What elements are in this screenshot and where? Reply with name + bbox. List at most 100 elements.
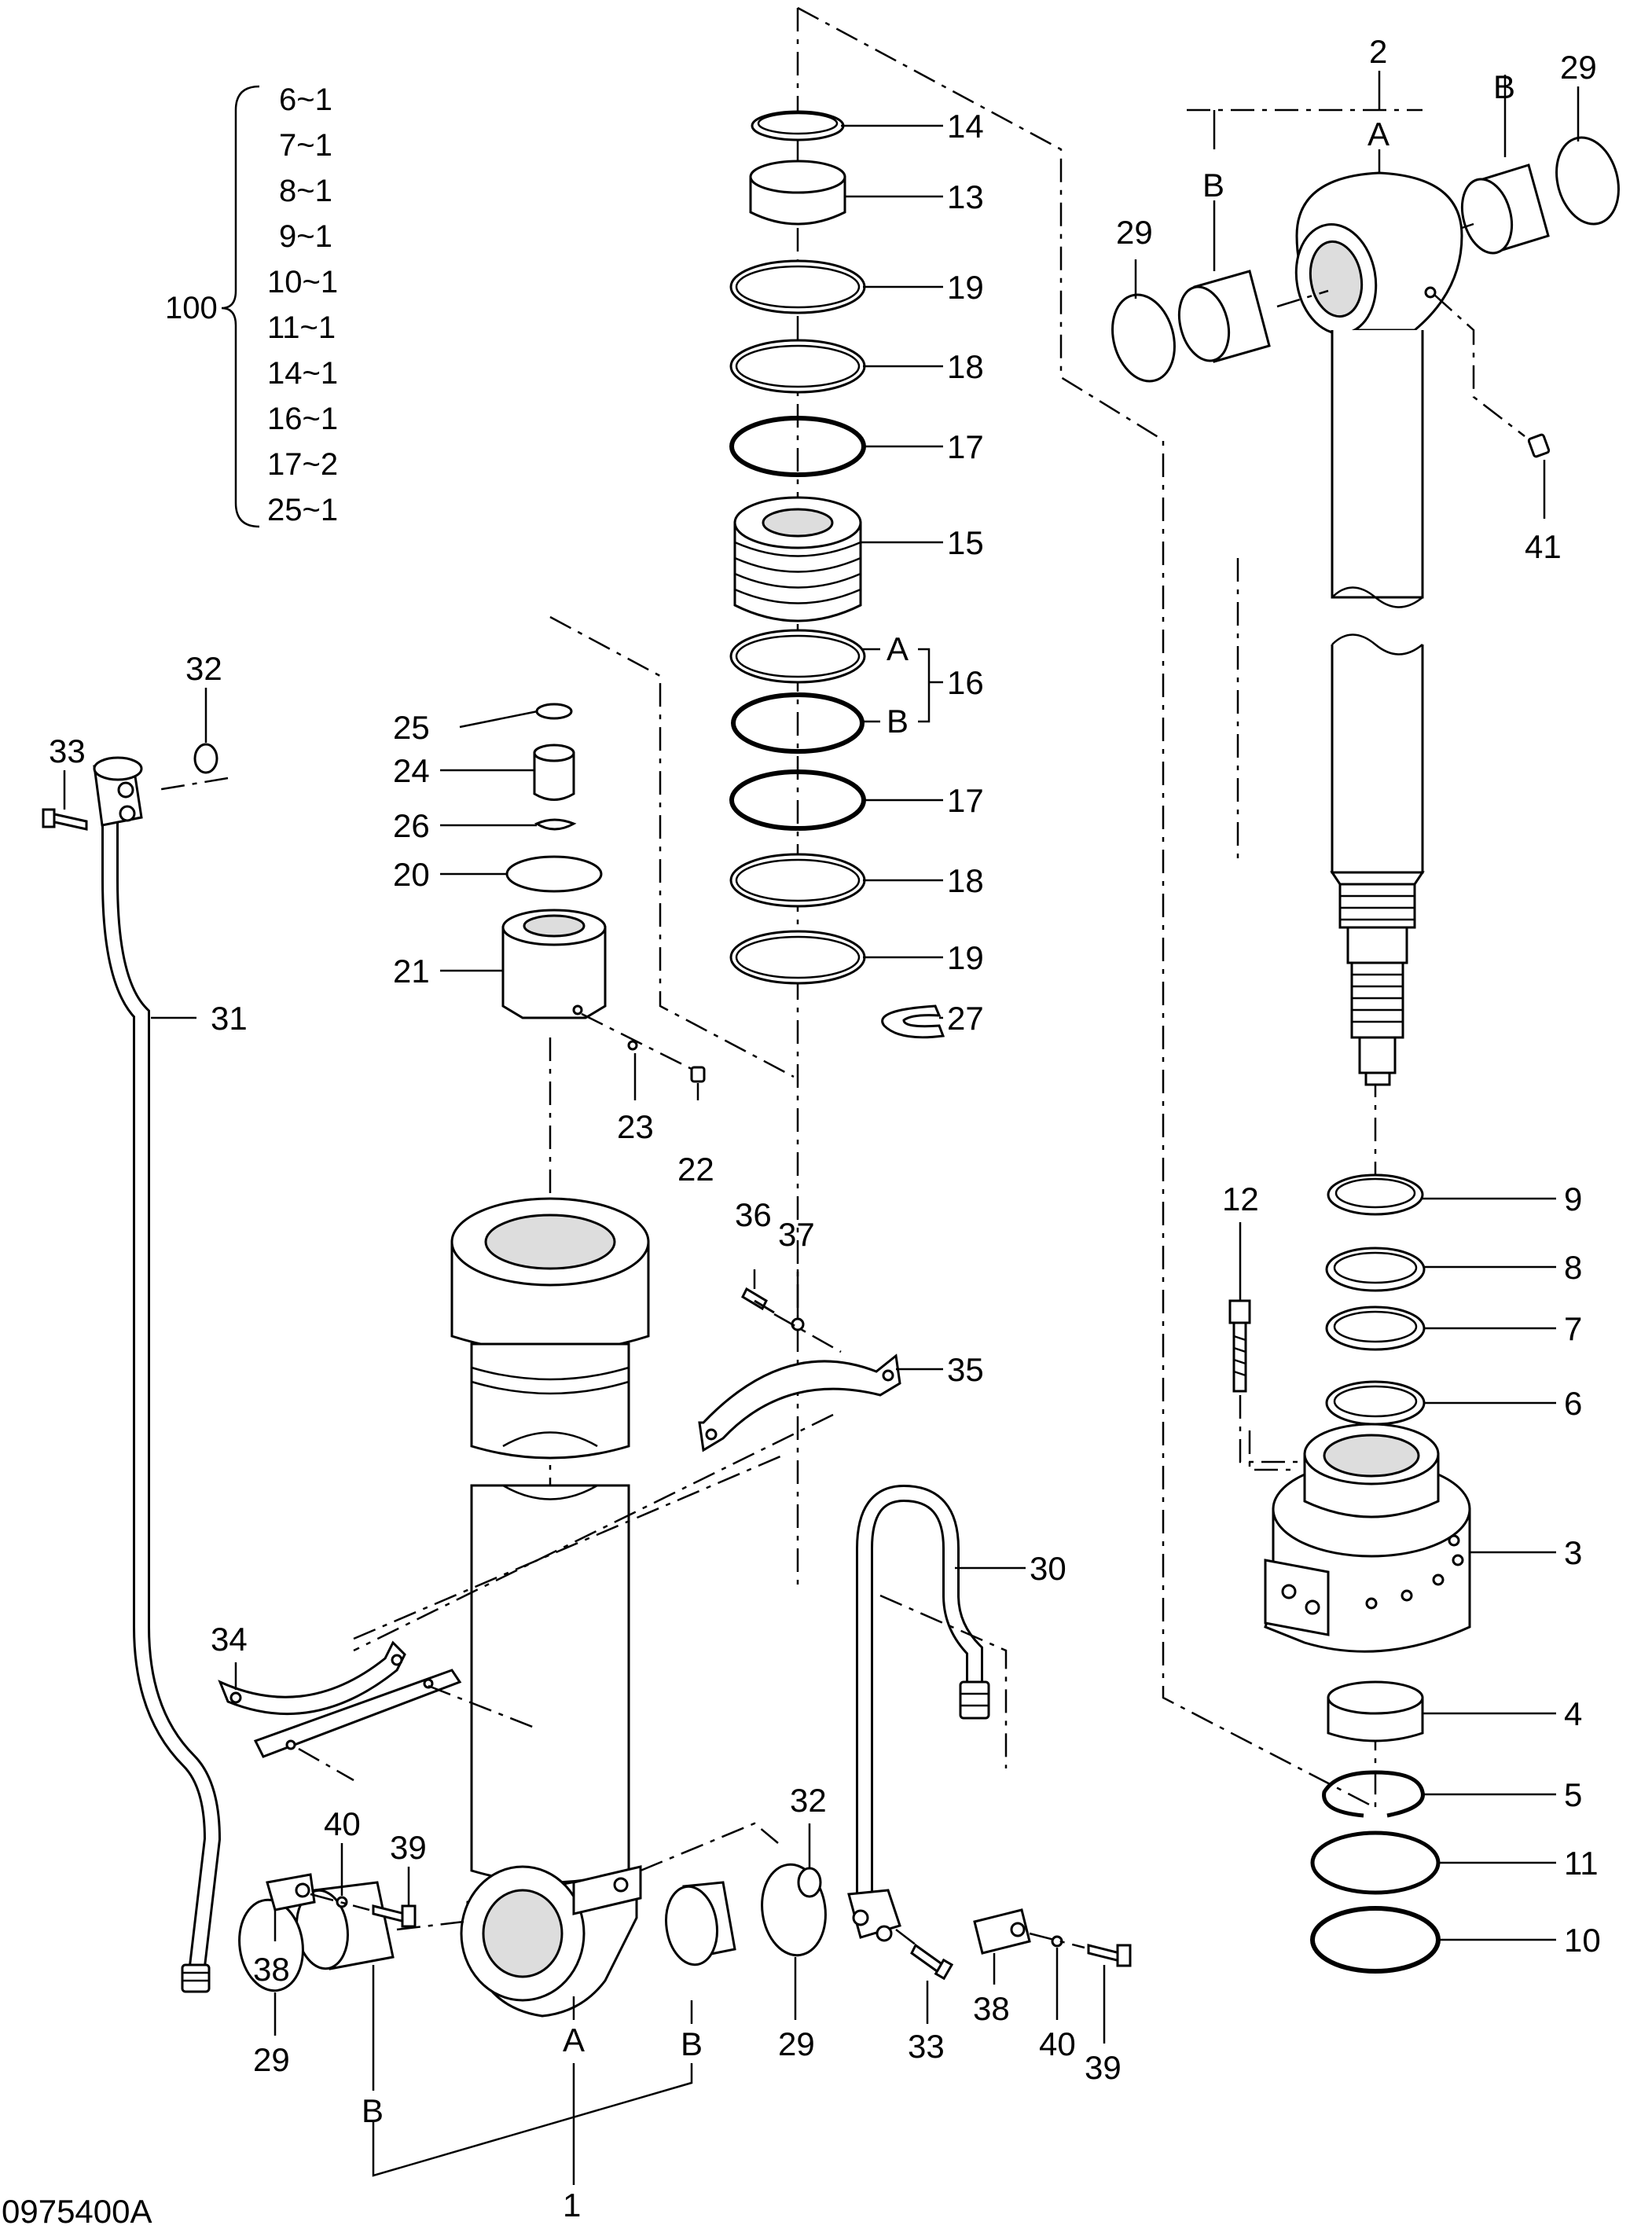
- callout: 29: [778, 2025, 815, 2062]
- kit-item: 7~1: [279, 128, 332, 163]
- kit-item: 16~1: [267, 402, 338, 436]
- clamp-labels: 36 37 35 34: [211, 1196, 984, 1658]
- callout: 1: [563, 2187, 581, 2223]
- part-32-o-ring-right: [797, 1867, 822, 1898]
- part-30-flange: [847, 1889, 901, 1942]
- kit-item: 25~1: [267, 493, 338, 527]
- kit-number: 100: [165, 291, 218, 325]
- callout: 10: [1564, 1922, 1601, 1959]
- callout: 16: [947, 664, 984, 701]
- part-b-bushing-rod-right: [1460, 163, 1550, 255]
- part-36-bolt: [741, 1287, 775, 1314]
- callout: B: [1493, 68, 1515, 105]
- callout: 2: [1369, 33, 1387, 70]
- part-12-socket-bolt: [1228, 1299, 1251, 1393]
- kit-item: 14~1: [267, 356, 338, 391]
- callout: 11: [1564, 1845, 1599, 1882]
- part-39-bolt-right: [1087, 1944, 1132, 1967]
- callout: 24: [393, 752, 430, 789]
- callout: B: [887, 703, 909, 740]
- part-7-seal: [1325, 1305, 1426, 1351]
- callout: 40: [1039, 2025, 1076, 2062]
- nut-group: [501, 703, 706, 1083]
- part-10-o-ring: [1310, 1906, 1441, 1974]
- callout: 40: [324, 1805, 361, 1842]
- bracket-group-left: [266, 1873, 417, 1928]
- bracket-group-right: [973, 1908, 1132, 1967]
- part-31-flange: [93, 756, 143, 827]
- callout: 4: [1564, 1695, 1582, 1732]
- part-31-pipe: [42, 743, 222, 1993]
- callout: B: [1202, 167, 1224, 204]
- callout: 3: [1564, 1534, 1582, 1571]
- callout: 26: [393, 807, 430, 844]
- kit-item: 8~1: [279, 174, 332, 208]
- pipe-30-leaders: [808, 1566, 1026, 2024]
- callout: 39: [390, 1829, 427, 1866]
- bracket-labels: 38 40 39 38 40 39: [253, 1805, 1122, 2086]
- callout: 19: [947, 269, 984, 306]
- pipe-30-labels: 30 32 33: [790, 1550, 1066, 2065]
- rod-labels: 2 A B B 29 29 41: [1116, 33, 1597, 565]
- callout: 39: [1085, 2049, 1122, 2086]
- callout: 22: [677, 1151, 714, 1188]
- callout: A: [887, 630, 909, 667]
- kit-item: 11~1: [267, 310, 336, 345]
- part-33-bolt-left: [42, 808, 88, 831]
- callout: 19: [947, 939, 984, 976]
- seal-stack-labels: 14 13 19 18 17 15 A B 16 17 18 19 27: [887, 108, 984, 1037]
- callout: 38: [973, 1990, 1010, 2027]
- part-14-wear-ring: [751, 110, 845, 141]
- seal-stack-leaders: [841, 124, 943, 1019]
- callout: 17: [947, 428, 984, 465]
- part-8-seal: [1325, 1247, 1426, 1292]
- head-leaders: [1239, 1197, 1556, 1941]
- part-29-ring-rod-left: [1111, 293, 1176, 383]
- part-13-bushing: [749, 160, 846, 226]
- callout: 38: [253, 1951, 290, 1988]
- callout: 18: [947, 862, 984, 899]
- callout: A: [563, 2022, 585, 2058]
- nut-group-labels: 25 24 26 20 21 23 22: [393, 709, 714, 1188]
- part-38-bracket-left: [266, 1873, 316, 1911]
- clamp-34: [218, 1452, 787, 1782]
- callout: 36: [735, 1196, 772, 1233]
- part-b-bushing-rod-left: [1177, 270, 1271, 363]
- part-16b-seal: [731, 692, 865, 754]
- callout: 6: [1564, 1385, 1582, 1422]
- part-6-seal: [1325, 1380, 1426, 1426]
- part-18-ring: [729, 853, 866, 908]
- callout: 18: [947, 348, 984, 385]
- part-b-bushing-left: [296, 1881, 395, 1970]
- part-30-pipe: [797, 1484, 1008, 1981]
- part-21-nut: [501, 909, 607, 1019]
- callout: 32: [790, 1782, 827, 1819]
- callout: 12: [1222, 1181, 1259, 1217]
- callout: 13: [947, 178, 984, 215]
- pipe-31-leaders: [63, 688, 207, 1019]
- callout: 29: [253, 2041, 290, 2078]
- callout: 17: [947, 782, 984, 819]
- part-27-snap-ring: [881, 1004, 945, 1039]
- callout: 15: [947, 524, 984, 561]
- part-25-ring: [535, 703, 573, 720]
- callout: 33: [908, 2028, 945, 2065]
- kit-item: 17~2: [267, 447, 338, 482]
- clamp-35: [353, 1287, 901, 1652]
- part-9-seal: [1327, 1173, 1424, 1216]
- part-b-bushing-right: [665, 1881, 736, 1966]
- part-19-backup-ring: [729, 259, 866, 314]
- part-5-snap-ring: [1322, 1770, 1425, 1818]
- callout: 8: [1564, 1249, 1582, 1286]
- callout: 5: [1564, 1776, 1582, 1813]
- kit-brace: [221, 85, 260, 528]
- callout: 41: [1525, 528, 1562, 565]
- part-16a-seal: [729, 629, 866, 684]
- part-23-ball: [627, 1040, 638, 1051]
- callout: 14: [947, 108, 984, 145]
- tube-bushings: [238, 1822, 827, 1992]
- callout: 23: [617, 1108, 654, 1145]
- head-labels: 9 8 7 6 3 4 5 11 10 12: [1222, 1181, 1601, 1959]
- callout: 20: [393, 856, 430, 893]
- tube-labels: A B B 1 29 29: [253, 2022, 815, 2223]
